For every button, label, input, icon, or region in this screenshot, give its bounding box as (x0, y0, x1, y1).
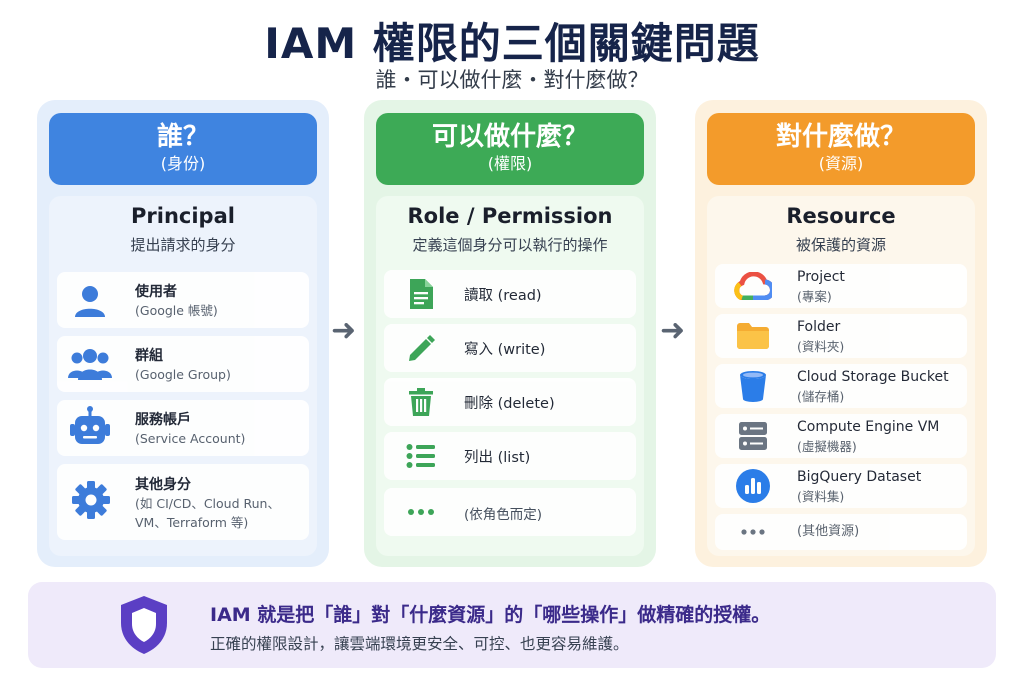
resource-title: Resource (786, 204, 896, 228)
list-item-bigquery: BigQuery Dataset (資料集) (715, 464, 967, 508)
who-heading: 誰？ (156, 122, 209, 152)
permission-title: Role / Permission (407, 204, 613, 228)
other-identity-sub-line1: (如 CI/CD、Cloud Run、 (135, 496, 280, 511)
vm-label: Compute Engine VM (797, 419, 940, 435)
summary-banner: IAM 就是把「誰」對「什麼資源」的「哪些操作」做精確的授權。 正確的權限設計，… (28, 582, 996, 668)
server-icon (737, 420, 769, 452)
trash-icon (406, 386, 436, 418)
document-icon (406, 278, 436, 310)
other-resources-label: (其他資源) (797, 524, 860, 539)
group-icon (67, 348, 113, 382)
list-item-delete: 刪除 (delete) (384, 378, 636, 426)
resource-heading-sub: (資源) (818, 154, 864, 173)
bigquery-icon (735, 468, 771, 504)
page-subtitle: 誰・可以做什麼・對什麼做？ (375, 68, 649, 92)
who-header: 誰？ (身份) (49, 113, 317, 185)
resource-header: 對什麼做？ (資源) (707, 113, 975, 185)
bucket-icon (737, 370, 769, 402)
list-item-service-account: 服務帳戶 (Service Account) (57, 400, 309, 456)
list-item-other-identity: 其他身分 (如 CI/CD、Cloud Run、 VM、Terraform 等) (57, 464, 309, 540)
more-dots-icon (406, 504, 436, 520)
other-identity-sub-line2: VM、Terraform 等) (135, 515, 249, 530)
service-account-label: 服務帳戶 (135, 412, 191, 428)
list-item-folder: Folder (資料夾) (715, 314, 967, 358)
role-dependent-label: (依角色而定) (464, 507, 543, 523)
what-header: 可以做什麼？ (權限) (376, 113, 644, 185)
arrow-right-icon: ➜ (331, 313, 357, 348)
list-item-read: 讀取 (read) (384, 270, 636, 318)
arrow-right-icon: ➜ (660, 313, 686, 348)
folder-label: Folder (797, 319, 841, 335)
principal-title: Principal (131, 204, 235, 228)
write-label: 寫入 (write) (464, 342, 546, 358)
list-label: 列出 (list) (464, 450, 531, 466)
storage-bucket-sub: (儲存桶) (797, 389, 845, 404)
google-cloud-icon (733, 271, 773, 301)
permission-desc: 定義這個身分可以執行的操作 (412, 236, 608, 254)
who-heading-sub: (身份) (160, 154, 206, 173)
group-sub: (Google Group) (135, 367, 231, 382)
what-heading-sub: (權限) (487, 154, 533, 173)
who-column: 誰？ (身份) Principal 提出請求的身分 使用者 (Google 帳號… (37, 100, 329, 567)
gear-icon (71, 480, 111, 520)
list-item-vm: Compute Engine VM (虛擬機器) (715, 414, 967, 458)
what-heading: 可以做什麼？ (431, 122, 588, 152)
project-label: Project (797, 269, 845, 285)
pencil-icon (406, 333, 436, 363)
list-item-project: Project (專案) (715, 264, 967, 308)
principal-card: Principal 提出請求的身分 使用者 (Google 帳號) 群組 (Go… (49, 196, 317, 556)
vm-sub: (虛擬機器) (797, 439, 857, 454)
summary-sub: 正確的權限設計，讓雲端環境更安全、可控、也更容易維護。 (210, 635, 629, 653)
bigquery-label: BigQuery Dataset (797, 469, 922, 485)
list-icon (406, 442, 436, 470)
summary-main: IAM 就是把「誰」對「什麼資源」的「哪些操作」做精確的授權。 (210, 604, 771, 626)
list-item-list: 列出 (list) (384, 432, 636, 480)
shield-icon (116, 592, 172, 658)
project-sub: (專案) (797, 289, 832, 304)
page-title: IAM 權限的三個關鍵問題 (264, 19, 760, 68)
permission-card: Role / Permission 定義這個身分可以執行的操作 讀取 (read… (376, 196, 644, 556)
group-label: 群組 (135, 348, 163, 364)
list-item-write: 寫入 (write) (384, 324, 636, 372)
robot-icon (69, 406, 111, 450)
list-item-role-dependent: (依角色而定) (384, 488, 636, 536)
resource-desc: 被保護的資源 (795, 236, 886, 254)
bigquery-sub: (資料集) (797, 489, 845, 504)
folder-sub: (資料夾) (797, 339, 845, 354)
other-identity-label: 其他身分 (135, 477, 191, 493)
read-label: 讀取 (read) (464, 288, 542, 304)
list-item-other-resources: (其他資源) (715, 514, 967, 550)
resource-card: Resource 被保護的資源 Project (專案) Folder (資料夾… (707, 196, 975, 556)
user-icon (71, 282, 109, 320)
list-item-storage-bucket: Cloud Storage Bucket (儲存桶) (715, 364, 967, 408)
resource-column: 對什麼做？ (資源) Resource 被保護的資源 Project (專案) … (695, 100, 987, 567)
more-dots-icon (739, 528, 767, 536)
delete-label: 刪除 (delete) (464, 396, 555, 412)
what-column: 可以做什麼？ (權限) Role / Permission 定義這個身分可以執行… (364, 100, 656, 567)
user-label: 使用者 (135, 284, 177, 300)
principal-desc: 提出請求的身分 (130, 236, 236, 254)
list-item-user: 使用者 (Google 帳號) (57, 272, 309, 328)
service-account-sub: (Service Account) (135, 431, 246, 446)
folder-icon (735, 322, 771, 350)
list-item-group: 群組 (Google Group) (57, 336, 309, 392)
user-sub: (Google 帳號) (135, 303, 218, 318)
resource-heading: 對什麼做？ (775, 122, 906, 152)
storage-bucket-label: Cloud Storage Bucket (797, 369, 949, 385)
